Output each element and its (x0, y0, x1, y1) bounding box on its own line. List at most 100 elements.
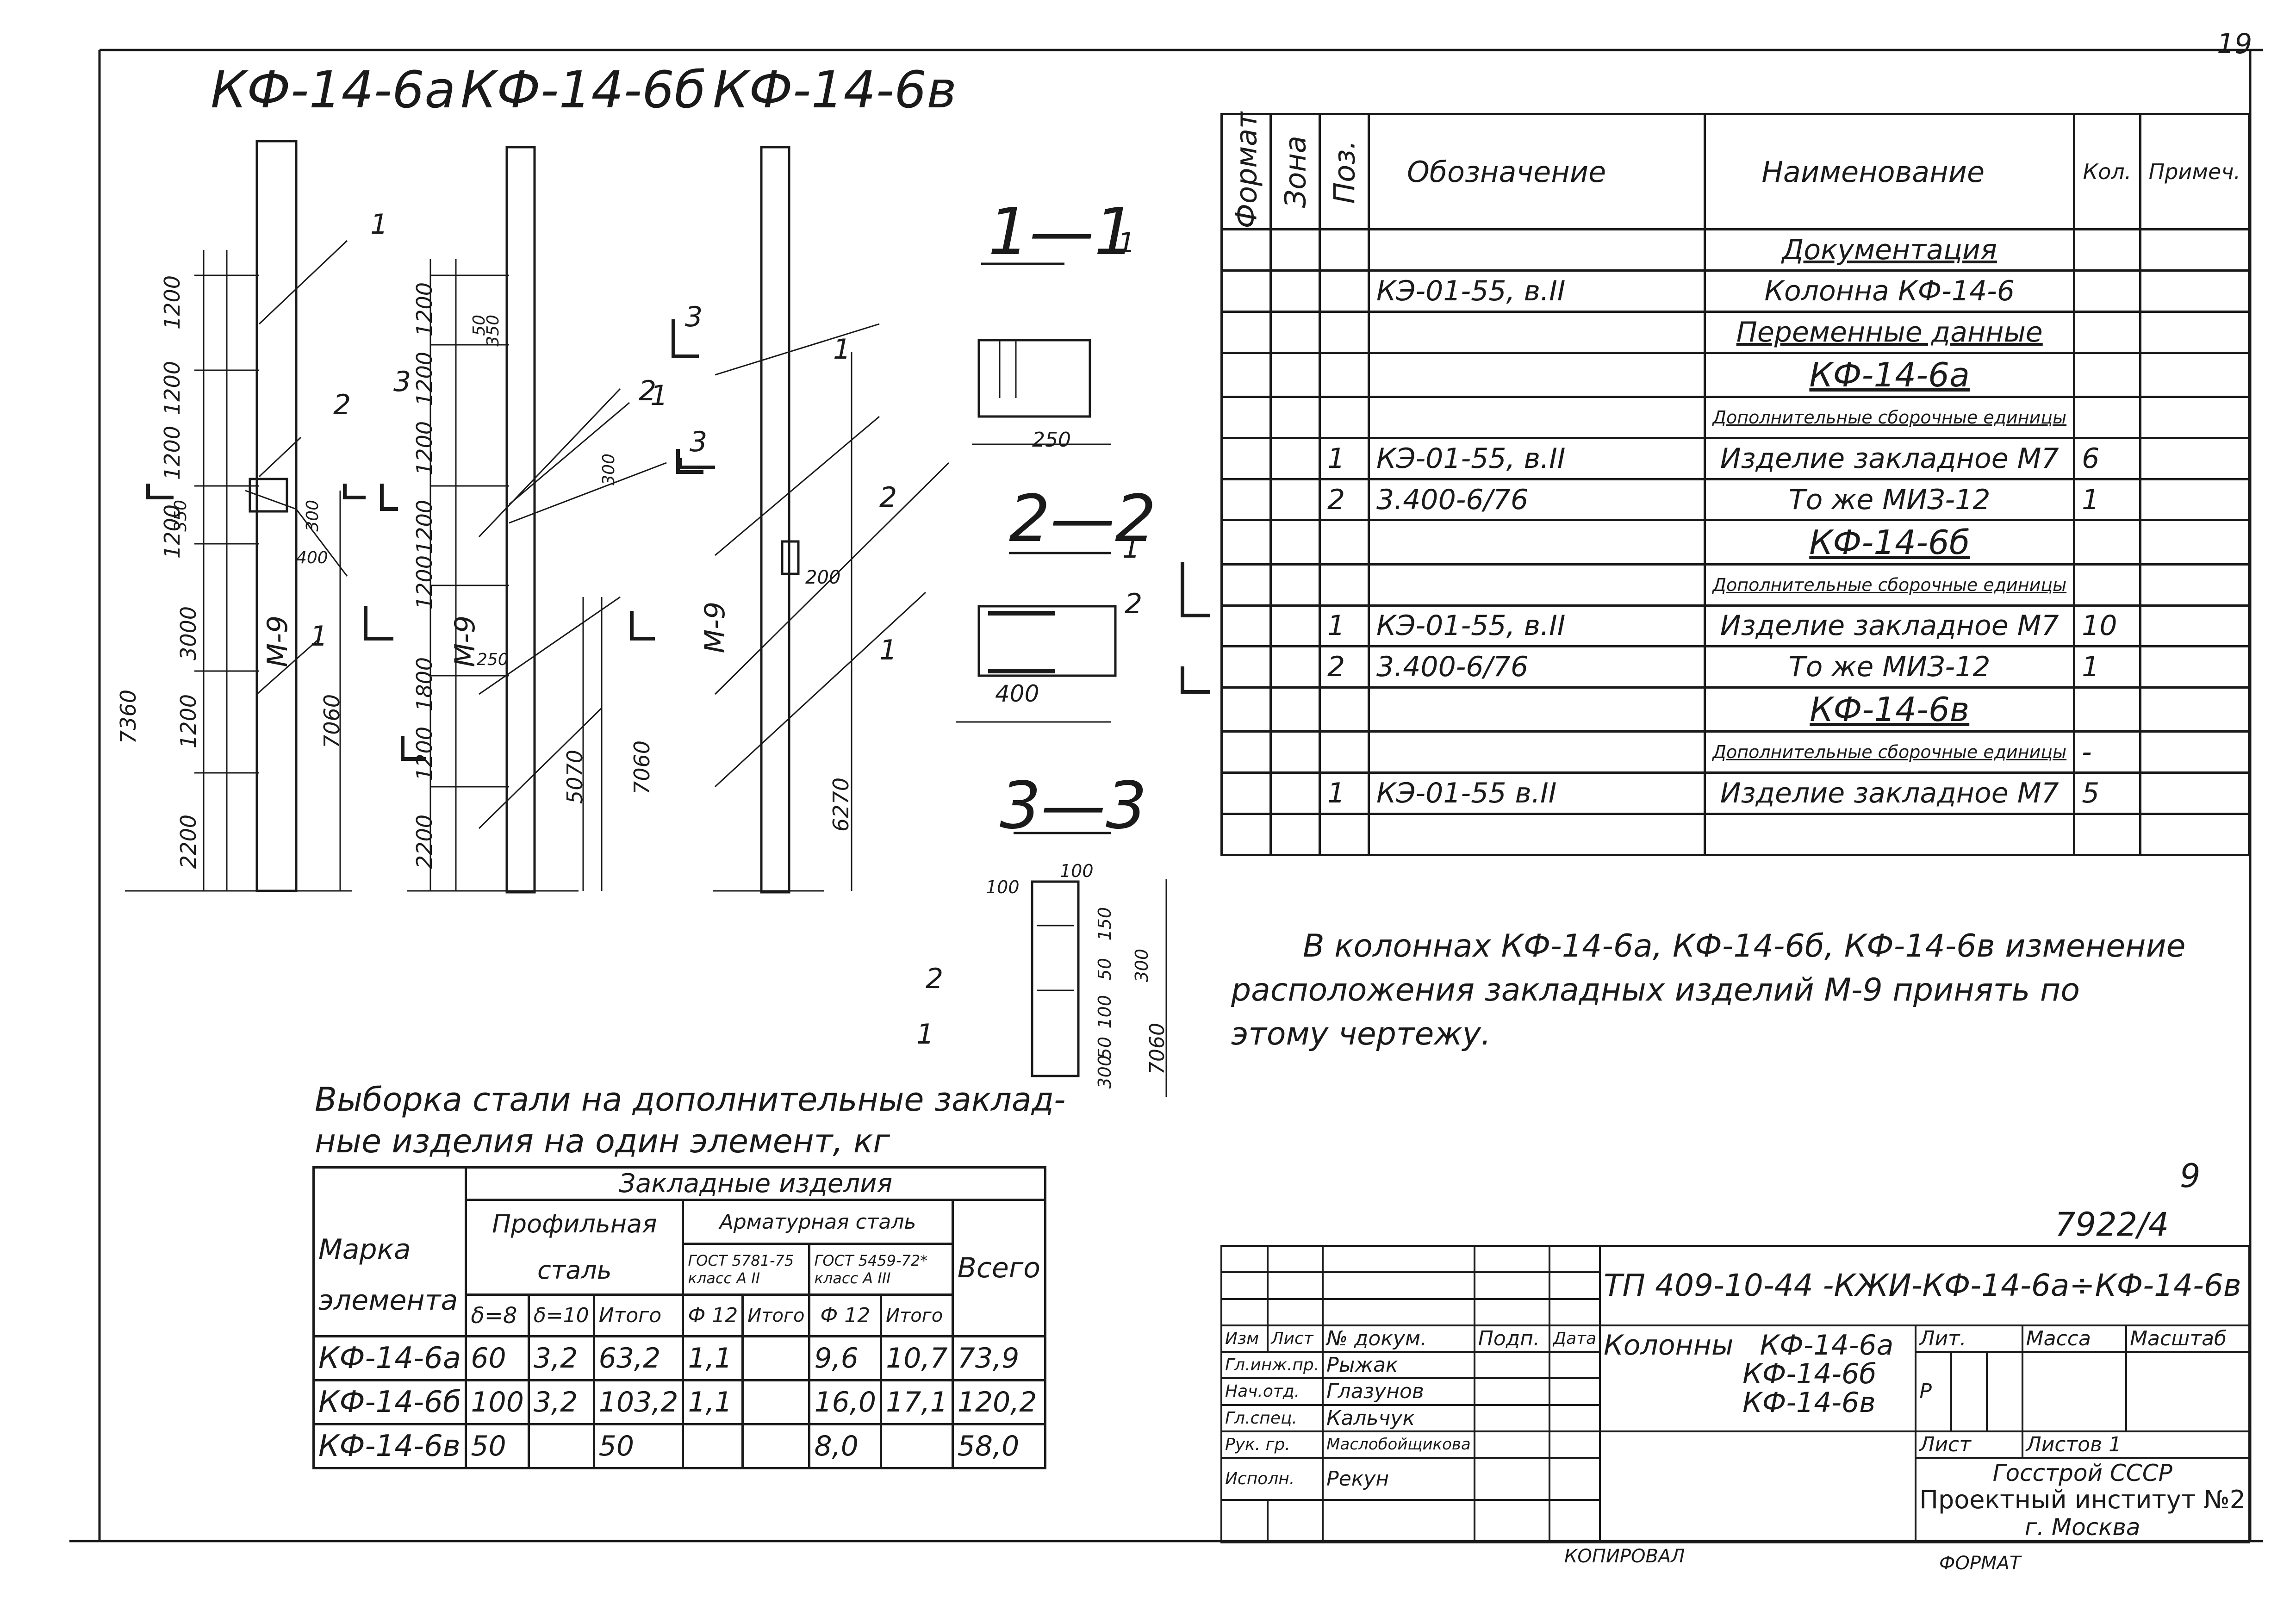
steel-cell-mark: КФ-14-6в (312, 1423, 467, 1469)
spec-cell-zone (1269, 269, 1321, 313)
steel-header-mark: Марка элемента (312, 1166, 467, 1337)
spec-cell-note (2139, 604, 2251, 648)
dim-text: 1200 (412, 282, 437, 337)
tb-sheet-label: Лист (1915, 1430, 2023, 1459)
dim-text: 1200 (160, 426, 185, 480)
spec-cell-qty: 6 (2073, 436, 2141, 480)
steel-header-rebar: Арматурная сталь (682, 1198, 954, 1245)
callout: 1 (879, 634, 897, 666)
tb-head-izm: Изм (1220, 1324, 1269, 1353)
section-3-dim: 300 (1095, 1055, 1115, 1089)
spec-cell-pos (1319, 396, 1370, 439)
spec-cell-note (2139, 351, 2251, 398)
sheet-number-handwritten: 9 (2180, 1157, 2201, 1195)
spec-cell-zone (1269, 351, 1321, 398)
spec-cell-pos (1319, 563, 1370, 607)
steel-header-itogo-2: Итого (741, 1293, 811, 1337)
section-1-body (977, 339, 1091, 418)
spec-cell-name: КФ-14-6в (1704, 686, 2076, 733)
spec-cell-designation (1367, 310, 1706, 354)
steel-cell-mark: КФ-14-6а (312, 1335, 467, 1381)
spec-cell-designation: КЭ-01-55 в.II (1367, 771, 1706, 815)
callout: 3 (685, 301, 703, 333)
dim-text: 7060 (629, 740, 654, 795)
spec-header-zone: Зона (1270, 114, 1320, 230)
dim-text: 300 (599, 454, 618, 485)
spec-cell-qty: 5 (2073, 771, 2141, 815)
section-3-title: 3—3 (1000, 768, 1147, 844)
steel-header-d8: δ=8 (465, 1293, 530, 1337)
note-line-1: В колоннах КФ-14-6а, КФ-14-6б, КФ-14-6в … (1303, 928, 2186, 964)
spec-cell-qty (2073, 519, 2141, 566)
spec-cell-zone (1269, 771, 1321, 815)
callout: 3 (690, 426, 708, 458)
column-b-body (505, 146, 536, 894)
spec-cell-format (1220, 310, 1272, 354)
spec-cell-note (2139, 228, 2251, 272)
tb-mass-label: Масса (2021, 1324, 2128, 1353)
spec-cell-format (1220, 771, 1272, 815)
steel-caption-1: Выборка стали на дополнительные заклад- (315, 1081, 1066, 1119)
spec-cell-zone (1269, 686, 1321, 733)
spec-row: Дополнительные сборочные единицы (1220, 563, 2251, 607)
tb-role-3: Рук. гр. (1220, 1430, 1324, 1459)
tb-organization: Госстрой СССР Проектный институт №2 г. М… (1915, 1457, 2250, 1543)
steel-header-d10: δ=10 (527, 1293, 595, 1337)
copied-by-label: КОПИРОВАЛ (1564, 1546, 1685, 1567)
spec-cell-name: КФ-14-6б (1704, 519, 2076, 566)
spec-cell-name: КФ-14-6а (1704, 351, 2076, 398)
spec-cell-qty: 10 (2073, 604, 2141, 648)
steel-cell-it2 (741, 1335, 811, 1381)
spec-header-qty: Кол. (2073, 112, 2141, 231)
spec-cell-pos (1319, 686, 1370, 733)
spec-cell-zone (1269, 604, 1321, 648)
spec-cell-format (1220, 563, 1272, 607)
tb-title: Колонны КФ-14-6а КФ-14-6б КФ-14-6в (1599, 1324, 1917, 1432)
spec-row: Документация (1220, 228, 2251, 272)
spec-cell-designation (1367, 686, 1706, 733)
section-3-dim: 100 (1060, 861, 1094, 881)
spec-cell-note (2139, 812, 2251, 857)
spec-cell-zone (1269, 228, 1321, 272)
spec-cell-zone (1269, 730, 1321, 774)
steel-cell-it1: 50 (592, 1423, 684, 1469)
spec-cell-pos: 2 (1319, 645, 1370, 689)
tb-org-1: Госстрой СССР (1992, 1460, 2172, 1486)
mark-m9: М-9 (261, 616, 294, 667)
spec-cell-note (2139, 396, 2251, 439)
spec-cell-qty (2073, 686, 2141, 733)
spec-cell-name: Дополнительные сборочные единицы (1704, 730, 2076, 774)
column-c-title: КФ-14-6в (713, 60, 957, 119)
spec-cell-qty (2073, 351, 2141, 398)
steel-cell-a2 (682, 1423, 744, 1469)
section-2-dim: 400 (995, 680, 1039, 707)
spec-cell-note (2139, 519, 2251, 566)
spec-cell-format (1220, 604, 1272, 648)
steel-header-phi-a3: Ф 12 (808, 1293, 883, 1337)
steel-cell-a3: 9,6 (808, 1335, 883, 1381)
tb-person-4: Рекун (1322, 1456, 1475, 1501)
spec-cell-pos: 1 (1319, 604, 1370, 648)
dim-text: 1200 (412, 555, 437, 610)
section-3-body (1031, 880, 1080, 1077)
steel-cell-total: 120,2 (951, 1379, 1046, 1425)
callout: 3 (393, 366, 411, 398)
spec-cell-format (1220, 519, 1272, 566)
spec-cell-designation (1367, 730, 1706, 774)
steel-cell-d10 (527, 1423, 595, 1469)
note-line-3: этому чертежу. (1231, 1016, 1491, 1052)
corner-mark: 19 (2217, 28, 2252, 60)
spec-cell-zone (1269, 436, 1321, 480)
tb-person-1: Глазунов (1322, 1377, 1475, 1406)
spec-cell-designation (1367, 519, 1706, 566)
tb-role-0: Гл.инж.пр. (1220, 1350, 1324, 1380)
section-3-dim: 7060 (1145, 1023, 1169, 1075)
steel-header-embedded: Закладные изделия (465, 1166, 1046, 1201)
